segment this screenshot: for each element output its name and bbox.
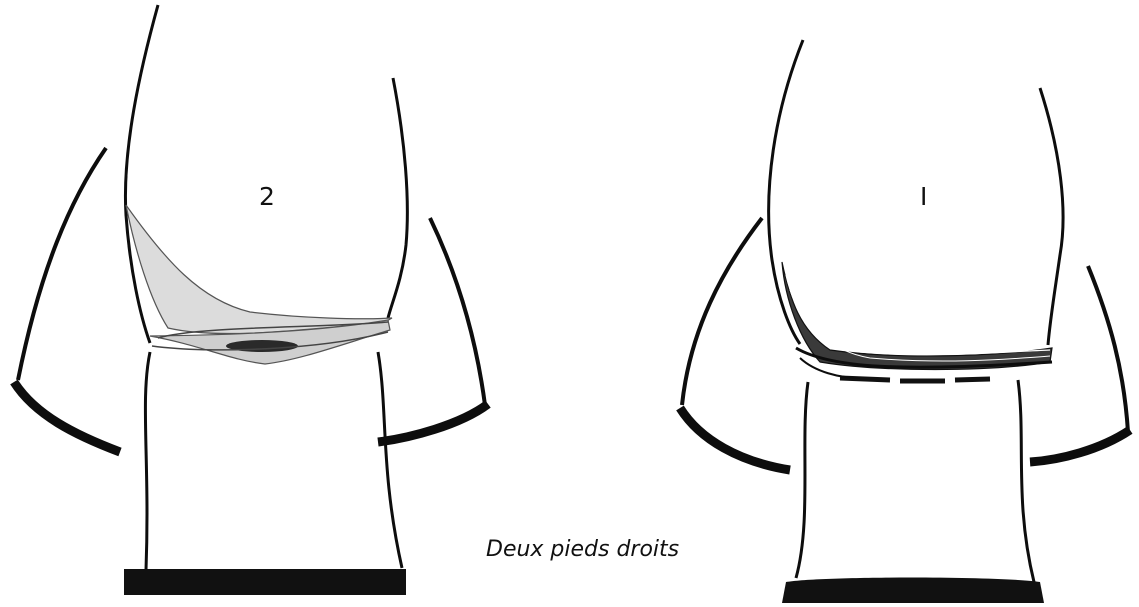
leg-outline-right — [1040, 88, 1063, 345]
sole-dashes — [840, 378, 990, 381]
leg-outline-left — [769, 40, 803, 344]
leg-outline-right — [388, 78, 407, 318]
figure-label-1: I — [920, 184, 927, 209]
base-bar — [124, 569, 406, 595]
figure-label-2: 2 — [259, 184, 275, 209]
arch-shading-light — [126, 205, 392, 334]
outer-curve-left — [18, 148, 106, 380]
arch-shading-dark — [782, 262, 1052, 370]
lower-leg-right — [378, 352, 402, 568]
base-shape — [782, 578, 1044, 604]
foot-figure-2 — [14, 5, 488, 595]
outer-curve-left — [682, 218, 762, 405]
outer-curve-right-band — [378, 404, 488, 442]
outer-curve-left-band — [680, 408, 790, 470]
outer-curve-left-band — [14, 382, 120, 452]
caption: Deux pieds droits — [486, 537, 679, 562]
lower-leg-left — [796, 382, 808, 578]
lower-leg-right — [1018, 380, 1034, 582]
outer-curve-right — [1088, 266, 1128, 432]
lower-leg-left — [145, 352, 150, 570]
outer-curve-right-band — [1030, 430, 1130, 462]
foot-figure-1 — [680, 40, 1130, 603]
outer-curve-right — [430, 218, 485, 405]
arch-line-1 — [786, 275, 1050, 355]
